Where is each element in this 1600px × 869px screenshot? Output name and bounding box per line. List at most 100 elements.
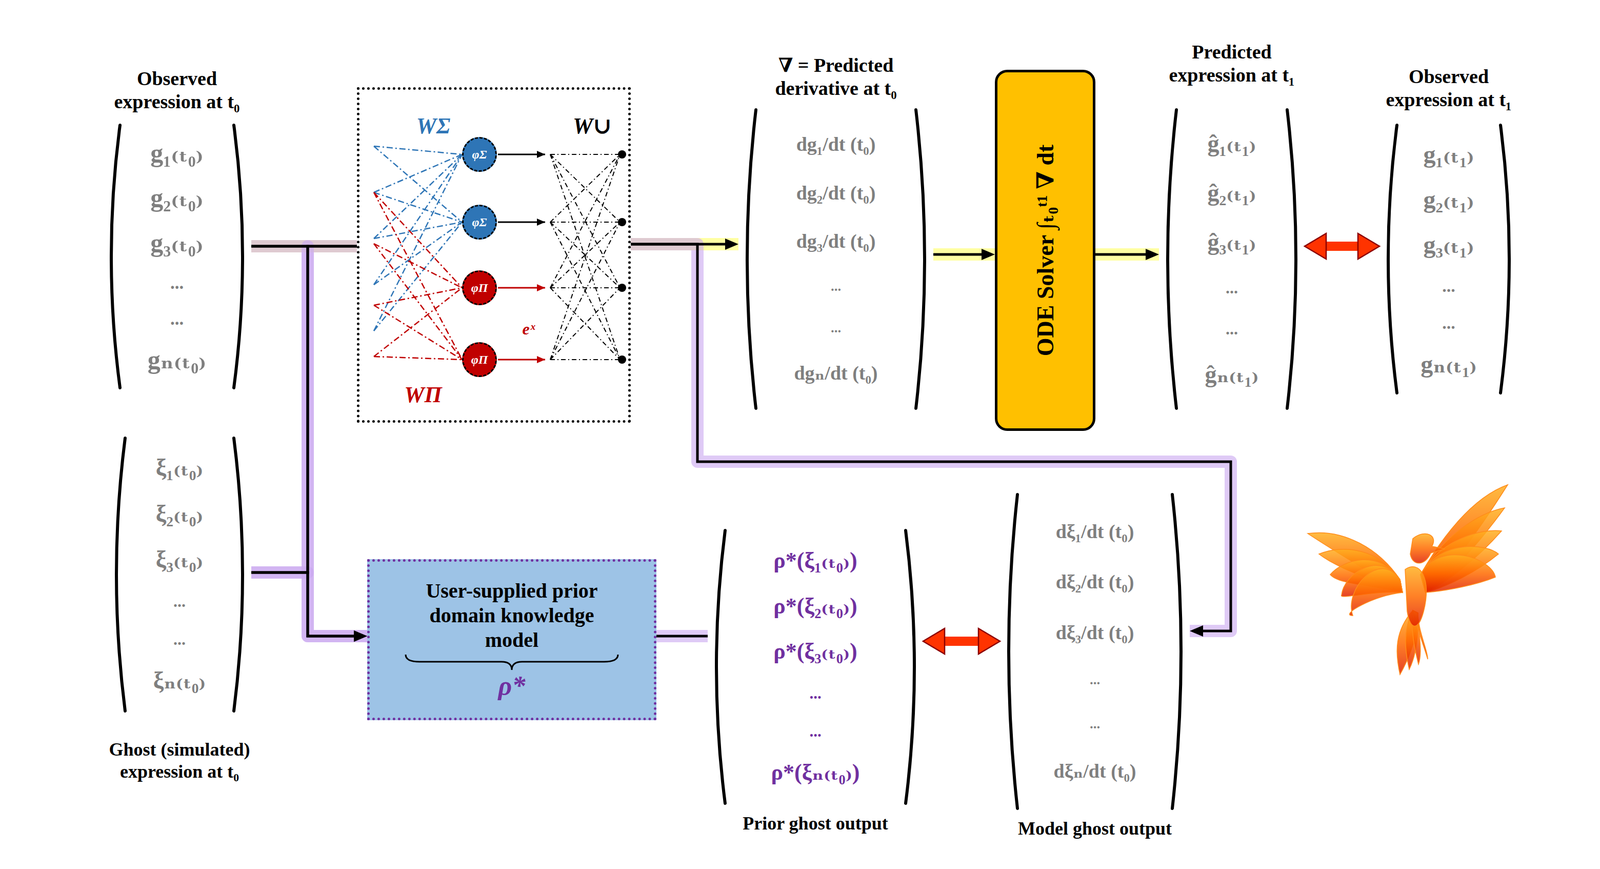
weight-label: W∪ bbox=[572, 112, 612, 139]
parenthesis bbox=[116, 437, 126, 711]
vector-caption: Prior ghost output bbox=[707, 812, 924, 835]
edge-glow bbox=[933, 248, 995, 261]
vector-entry: g₁₍ₜ₁₎ bbox=[1423, 140, 1474, 169]
input-weight-line bbox=[373, 154, 463, 285]
vector-entry: ... bbox=[809, 722, 822, 741]
phoenix-flame bbox=[1420, 546, 1499, 593]
vector-entry: ... bbox=[830, 278, 842, 295]
vector-entry: ĝ₂₍ₜ₁₎ bbox=[1207, 179, 1256, 207]
brace-line bbox=[405, 654, 618, 670]
vector-entry: ... bbox=[1225, 319, 1238, 339]
output-weight-line bbox=[550, 154, 620, 288]
output-weight-line bbox=[550, 358, 620, 360]
parenthesis bbox=[1388, 125, 1397, 393]
input-weight-line bbox=[373, 243, 463, 288]
vector-entries: ξ₁₍ₜ₀₎ξ₂₍ₜ₀₎ξ₃₍ₜ₀₎......ξₙ₍ₜ₀₎ bbox=[107, 435, 252, 713]
vector-heading: ∇ = Predicted derivative at t₀ bbox=[738, 53, 934, 101]
vector-entry: ... bbox=[173, 629, 186, 649]
parenthesis bbox=[1167, 109, 1177, 409]
vector-heading: Observed expression at t₀ bbox=[92, 67, 262, 114]
output-dot bbox=[617, 217, 627, 227]
input-weight-line bbox=[373, 192, 463, 288]
derivative-vector: dg₁/dt (t₀)dg₂/dt (t₀)dg₃/dt (t₀)......d… bbox=[738, 107, 934, 411]
output-weight-line bbox=[550, 287, 620, 360]
vector-entry: ... bbox=[170, 308, 184, 330]
vector-entry: dg₂/dt (t₀) bbox=[796, 182, 876, 205]
comparison-arrow bbox=[944, 636, 979, 646]
vector-entry: ... bbox=[1089, 671, 1100, 688]
vector-entry: ... bbox=[1442, 275, 1456, 296]
neuron-label: φΠ bbox=[471, 352, 489, 367]
output-weight-line bbox=[550, 222, 620, 288]
sum-neuron: φΣ bbox=[462, 136, 497, 172]
weight-label: WΠ bbox=[404, 381, 442, 408]
vector-heading: Predicted expression at t₁ bbox=[1147, 40, 1317, 88]
flow-connector bbox=[933, 253, 982, 256]
parenthesis bbox=[905, 530, 915, 804]
vector-entry: dξ₂/dt (t₀) bbox=[1055, 570, 1135, 594]
vector-entry: ... bbox=[1442, 312, 1456, 333]
vector-entry: ρ*(ξ₁₍ₜ₀₎) bbox=[773, 547, 857, 574]
prior-model-box: User-supplied prior domain knowledge mod… bbox=[367, 558, 657, 720]
vector-entry: ξₙ₍ₜ₀₎ bbox=[153, 667, 207, 695]
parenthesis bbox=[716, 530, 726, 804]
parenthesis bbox=[1008, 494, 1018, 809]
output-weight-line bbox=[550, 222, 620, 360]
vector-entry: ĝ₃₍ₜ₁₎ bbox=[1207, 228, 1256, 256]
vector-entries: g₁₍ₜ₀₎ g₂₍ₜ₀₎ g₃₍ₜ₀₎...... gₙ₍ₜ₀₎ bbox=[102, 123, 252, 390]
phoenix-flame bbox=[1349, 568, 1403, 616]
output-weight-line bbox=[550, 221, 620, 223]
ghost-derivative-vector: dξ₁/dt (t₀)dξ₂/dt (t₀)dξ₃/dt (t₀)......d… bbox=[1000, 492, 1190, 811]
input-weight-line bbox=[373, 243, 463, 360]
vector-entry: ξ₃₍ₜ₀₎ bbox=[155, 546, 204, 574]
flow-connector bbox=[251, 246, 354, 636]
weight-label: eˣ bbox=[522, 319, 535, 339]
vector-entry: ... bbox=[173, 591, 186, 611]
flow-connector bbox=[656, 634, 708, 638]
neuron-output-line bbox=[497, 287, 546, 289]
vector-caption: Model ghost output bbox=[987, 817, 1203, 840]
phoenix-flame bbox=[1420, 554, 1496, 593]
vector-entry: dg₁/dt (t₀) bbox=[796, 133, 876, 156]
input-weight-line bbox=[373, 154, 463, 331]
vector-entry: gₙ₍ₜ₀₎ bbox=[147, 345, 207, 375]
vector-entry: ... bbox=[1089, 715, 1100, 732]
vector-entry: ĝₙ₍ₜ₁₎ bbox=[1204, 361, 1259, 389]
parenthesis bbox=[111, 125, 120, 388]
output-weight-line bbox=[550, 287, 620, 360]
vector-entry: g₁₍ₜ₀₎ bbox=[150, 138, 204, 169]
expression-vector: ĝ₁₍ₜ₁₎ĝ₂₍ₜ₁₎ĝ₃₍ₜ₁₎......ĝₙ₍ₜ₁₎Predicted … bbox=[1158, 107, 1305, 411]
vector-entry: g₃₍ₜ₀₎ bbox=[150, 228, 204, 258]
input-weight-line bbox=[373, 287, 463, 357]
input-weight-line bbox=[373, 146, 463, 155]
vector-entries: dg₁/dt (t₀)dg₂/dt (t₀)dg₃/dt (t₀)......d… bbox=[738, 107, 934, 411]
network-box: WΣW∪WΠeˣφΣφΣφΠφΠ bbox=[356, 87, 631, 423]
expression-vector: g₁₍ₜ₀₎g₂₍ₜ₀₎g₃₍ₜ₀₎......gₙ₍ₜ₀₎Observed e… bbox=[102, 123, 252, 390]
output-weight-line bbox=[550, 154, 620, 223]
vector-heading: Observed expression at t₁ bbox=[1364, 65, 1534, 112]
network-wiring bbox=[359, 89, 629, 420]
edge-glow bbox=[1095, 248, 1159, 261]
vector-entry: dξₙ/dt (t₀) bbox=[1053, 760, 1137, 783]
vector-entry: ... bbox=[170, 272, 184, 294]
neuron-output-line bbox=[497, 221, 546, 224]
vector-entry: ρ*(ξ₃₍ₜ₀₎) bbox=[773, 638, 857, 665]
input-weight-line bbox=[373, 192, 463, 360]
input-weight-line bbox=[373, 287, 463, 306]
vector-entry: g₂₍ₜ₀₎ bbox=[150, 183, 204, 213]
prior-model-label: User-supplied prior domain knowledge mod… bbox=[404, 578, 620, 653]
parenthesis bbox=[747, 109, 756, 409]
output-weight-line bbox=[550, 154, 620, 360]
output-weight-line bbox=[550, 154, 620, 223]
output-dot bbox=[617, 355, 627, 364]
vector-entries: g₁₍ₜ₁₎g₂₍ₜ₁₎g₃₍ₜ₁₎......gₙ₍ₜ₁₎ bbox=[1379, 123, 1518, 395]
vector-entry: ρ*(ξₙ₍ₜ₀₎) bbox=[770, 759, 860, 786]
vector-entries: dξ₁/dt (t₀)dξ₂/dt (t₀)dξ₃/dt (t₀)......d… bbox=[1000, 492, 1190, 811]
vector-entry: ... bbox=[1225, 278, 1238, 298]
phoenix-logo bbox=[1302, 476, 1518, 683]
prior-output-vector: ρ*(ξ₁₍ₜ₀₎)ρ*(ξ₂₍ₜ₀₎)ρ*(ξ₃₍ₜ₀₎)......ρ*(ξ… bbox=[707, 528, 924, 806]
vector-entry: g₂₍ₜ₁₎ bbox=[1423, 185, 1474, 214]
output-weight-line bbox=[550, 154, 620, 288]
phoenix-flame bbox=[1410, 533, 1446, 564]
